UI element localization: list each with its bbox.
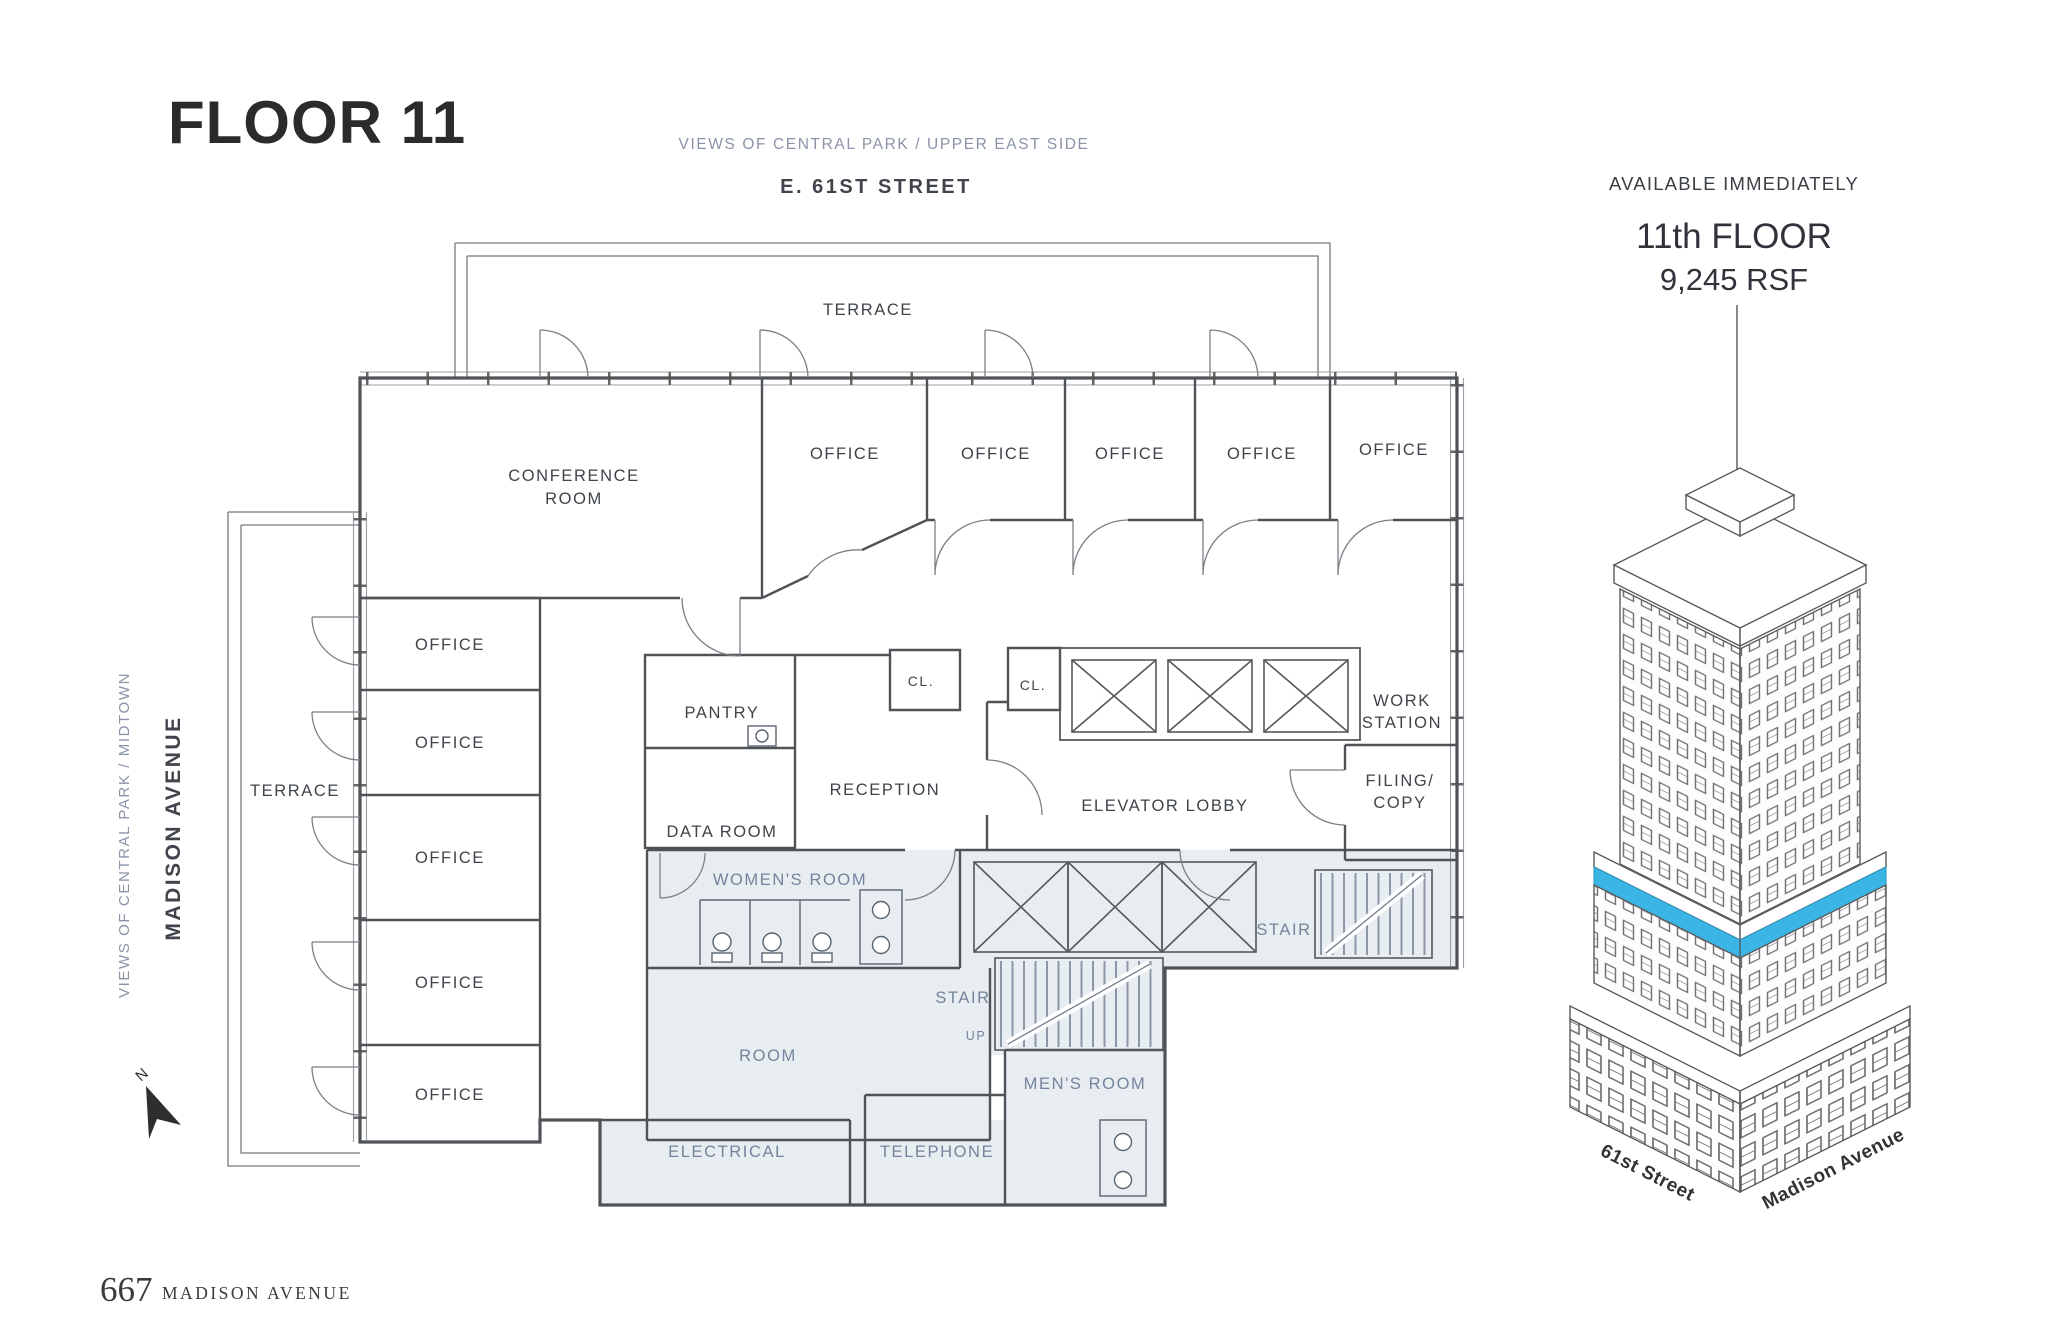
footer-building-number: 667: [100, 1270, 153, 1309]
room-label-work-station-1: WORK: [1373, 692, 1431, 710]
room-label-work-station-2: STATION: [1362, 714, 1442, 732]
room-label-electrical: ELECTRICAL: [668, 1143, 786, 1161]
room-label-elevator-lobby: ELEVATOR LOBBY: [1081, 797, 1248, 815]
views-subtitle-top: VIEWS OF CENTRAL PARK / UPPER EAST SIDE: [679, 136, 1090, 153]
restroom-fixtures: [699, 889, 1147, 1197]
room-label-telephone: TELEPHONE: [880, 1143, 994, 1161]
room-label-stair-mid: STAIR: [935, 989, 990, 1007]
room-label-terrace-left: TERRACE: [250, 782, 340, 800]
room-label-office-9: OFFICE: [415, 974, 485, 992]
room-label-stair-right: STAIR: [1256, 921, 1311, 939]
interior-walls-lower-core: [600, 848, 1457, 1205]
room-label-office-3: OFFICE: [1095, 445, 1165, 463]
room-label-reception: RECEPTION: [830, 781, 941, 799]
pantry-sink: [747, 725, 777, 747]
availability-heading: AVAILABLE IMMEDIATELY: [1609, 173, 1859, 194]
interior-walls-core: [643, 646, 1457, 862]
room-label-office-2: OFFICE: [961, 445, 1031, 463]
room-label-stair-up: UP: [966, 1029, 987, 1043]
availability-floor: 11th FLOOR: [1636, 217, 1832, 256]
room-label-office-10: OFFICE: [415, 1086, 485, 1104]
room-label-filing-copy-2: COPY: [1373, 794, 1426, 812]
room-label-conference-2: ROOM: [545, 490, 603, 508]
terrace-outlines: [227, 242, 1331, 1167]
room-label-mens-room: MEN'S ROOM: [1024, 1075, 1147, 1093]
room-label-terrace-top: TERRACE: [823, 301, 913, 319]
availability-rsf: 9,245 RSF: [1660, 262, 1808, 297]
exterior-walls: [358, 376, 1459, 1207]
room-label-data-room: DATA ROOM: [667, 823, 778, 841]
core-shaded-areas: [600, 850, 1457, 1205]
street-label-top: E. 61ST STREET: [780, 176, 972, 198]
views-subtitle-left: VIEWS OF CENTRAL PARK / MIDTOWN: [116, 672, 133, 998]
elevator-bank-bottom: [973, 861, 1257, 953]
page-title: FLOOR 11: [168, 89, 466, 156]
avenue-label-left: MADISON AVENUE: [162, 715, 185, 940]
room-label-office-4: OFFICE: [1227, 445, 1297, 463]
room-label-office-6: OFFICE: [415, 636, 485, 654]
room-label-filing-copy-1: FILING/: [1366, 772, 1435, 790]
room-label-office-8: OFFICE: [415, 849, 485, 867]
room-label-office-5: OFFICE: [1359, 441, 1429, 459]
room-label-closet-1: CL.: [908, 673, 935, 689]
stair-right: [1314, 869, 1433, 959]
elevator-bank-top: [1059, 647, 1361, 741]
room-label-pantry: PANTRY: [684, 704, 759, 722]
room-label-room: ROOM: [739, 1047, 797, 1065]
footer-building-street: MADISON AVENUE: [162, 1283, 352, 1303]
building-illustration: 61st Street Madison Avenue: [1569, 467, 1911, 1214]
north-arrow: N: [132, 1065, 181, 1139]
room-label-office-7: OFFICE: [415, 734, 485, 752]
room-label-closet-2: CL.: [1020, 677, 1047, 693]
room-label-office-1: OFFICE: [810, 445, 880, 463]
north-label: N: [132, 1065, 151, 1085]
interior-walls-top-row: [360, 378, 1457, 600]
stair-mid: [994, 957, 1164, 1051]
room-label-womens-room: WOMEN'S ROOM: [713, 871, 867, 889]
door-swings: [311, 329, 1394, 1116]
interior-walls-left-column: [360, 596, 542, 1142]
room-label-conference-1: CONFERENCE: [508, 467, 640, 485]
